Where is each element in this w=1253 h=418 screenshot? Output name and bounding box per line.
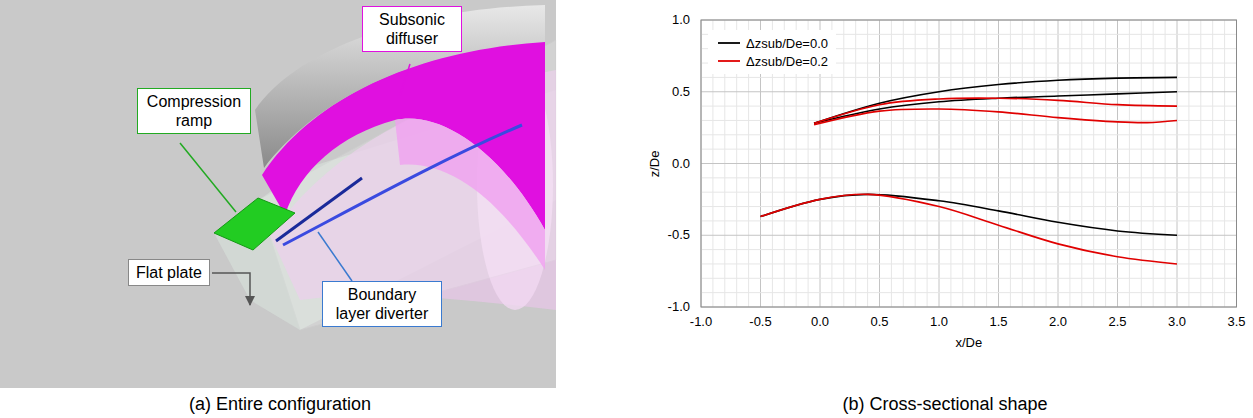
grid-line — [701, 292, 1237, 293]
tick-label: 1.0 — [672, 13, 690, 27]
callout-text: Subsonic diffuser — [370, 10, 454, 48]
grid — [701, 20, 1237, 307]
legend-entry: Δzsub/De=0.0 — [716, 34, 828, 52]
cowl — [255, 5, 545, 168]
background-panel — [0, 0, 556, 388]
compression-ramp — [214, 198, 295, 250]
legend-entry: Δzsub/De=0.2 — [716, 52, 828, 70]
grid-line — [701, 177, 1237, 178]
tick-label: 0.0 — [672, 156, 690, 170]
callout-text: Flat plate — [136, 263, 202, 282]
callout-text: Boundary layer diverter — [330, 285, 434, 323]
grid-line — [701, 149, 1237, 150]
tick-label: 0.5 — [870, 315, 888, 329]
data-curve — [814, 77, 1177, 123]
tick-label: 2.0 — [1049, 315, 1067, 329]
tick-label: 1.5 — [989, 315, 1007, 329]
diverter-line — [283, 125, 522, 245]
tick-label: 0.0 — [811, 315, 829, 329]
grid-line — [701, 192, 1237, 193]
figure-caption: (b) Cross-sectional shape — [842, 395, 1047, 415]
grid-line — [701, 278, 1237, 279]
leader-line — [400, 64, 410, 95]
leader-line — [180, 143, 236, 212]
tick-label: -1.0 — [690, 315, 712, 329]
leader-line — [318, 232, 352, 281]
grid-line — [701, 134, 1237, 135]
plot-frame — [701, 20, 1237, 307]
tick-label: -1.0 — [668, 300, 690, 314]
tick-label: 1.0 — [930, 315, 948, 329]
axis-title: x/De — [955, 336, 982, 350]
leader-arrow — [212, 273, 250, 305]
data-curve — [761, 194, 1178, 264]
legend-line — [716, 56, 742, 66]
data-curve — [814, 109, 1177, 125]
grid-line — [701, 235, 1237, 236]
grid-line — [701, 263, 1237, 264]
legend-line — [716, 38, 742, 48]
chart-legend: Δzsub/De=0.0Δzsub/De=0.2 — [708, 30, 836, 74]
callout-box: Boundary layer diverter — [322, 281, 442, 327]
tick-label: 3.0 — [1168, 315, 1186, 329]
callout-text: Compression ramp — [145, 92, 243, 130]
tick-label: 3.5 — [1227, 315, 1245, 329]
grid-line — [701, 120, 1237, 121]
figure-caption: (a) Entire configuration — [189, 395, 371, 415]
tick-label: -0.5 — [749, 315, 771, 329]
legend-text: Δzsub/De=0.0 — [746, 36, 828, 51]
diffuser-inner — [395, 118, 545, 270]
grid-line — [701, 249, 1237, 250]
grid-line — [701, 163, 1237, 164]
callout-box: Compression ramp — [137, 88, 251, 134]
callout-box: Flat plate — [128, 259, 210, 286]
legend-text: Δzsub/De=0.2 — [746, 54, 828, 69]
axis-title: z/De — [648, 150, 662, 177]
tick-label: 2.5 — [1108, 315, 1126, 329]
tick-label: 0.5 — [672, 85, 690, 99]
data-curve — [814, 98, 1177, 123]
tick-label: -0.5 — [668, 228, 690, 242]
data-curve — [814, 92, 1177, 124]
callout-box: Subsonic diffuser — [362, 6, 462, 52]
grid-line — [701, 220, 1237, 221]
